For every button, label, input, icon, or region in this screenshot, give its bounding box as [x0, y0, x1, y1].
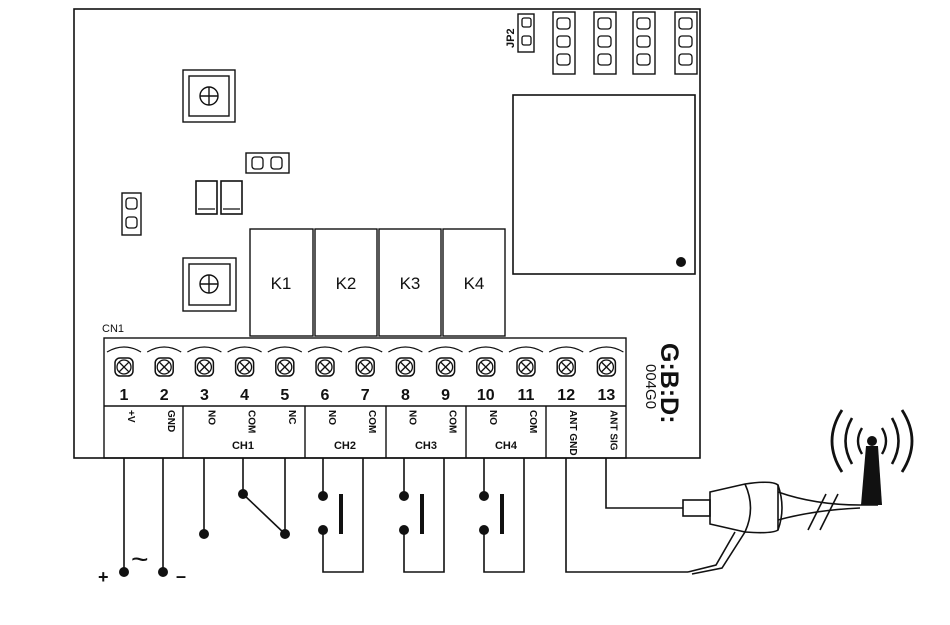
- capacitor-pair: [196, 181, 242, 214]
- trimmer-bottom: [183, 258, 236, 311]
- terminal-label-10: NO: [487, 410, 498, 425]
- relay-k1: K1: [250, 229, 313, 336]
- header-block-2: [594, 12, 616, 74]
- terminal-screw-10: [477, 358, 495, 376]
- contact-bars: [341, 494, 502, 534]
- jumper-horizontal: [246, 153, 289, 173]
- terminal-number-2: 2: [160, 387, 169, 404]
- terminal-screw-6: [316, 358, 334, 376]
- terminal-label-11: COM: [527, 410, 538, 433]
- jp2-jumper: [518, 14, 534, 52]
- channel-label-ch2: CH2: [334, 440, 356, 452]
- terminal-label-3: NO: [205, 410, 216, 425]
- channel-label-ch3: CH3: [415, 440, 437, 452]
- terminal-screw-2: [155, 358, 173, 376]
- terminal-screw-13: [597, 358, 615, 376]
- terminal-number-1: 1: [120, 387, 129, 404]
- header-block-3: [633, 12, 655, 74]
- terminal-screw-8: [396, 358, 414, 376]
- terminal-screws: [115, 358, 615, 376]
- terminal-screw-5: [276, 358, 294, 376]
- terminal-number-12: 12: [557, 387, 575, 404]
- terminal-number-8: 8: [401, 387, 410, 404]
- relay-k2: K2: [315, 229, 377, 336]
- terminal-labels: +V GND NO COM NC NO COM NO COM NO COM ANT GND ANT SI…: [125, 410, 618, 456]
- header-block-1: [553, 12, 575, 74]
- relay-k2-label: K2: [336, 274, 357, 293]
- terminal-label-4: COM: [246, 410, 257, 433]
- terminal-label-13: ANT SIG: [607, 410, 618, 451]
- antenna-icon: [832, 410, 912, 505]
- header-block-4: [675, 12, 697, 74]
- terminal-screw-7: [356, 358, 374, 376]
- terminal-number-5: 5: [280, 387, 289, 404]
- terminal-screw-3: [195, 358, 213, 376]
- power-plus-label: +: [98, 567, 109, 587]
- terminal-label-1: +V: [125, 410, 136, 423]
- relay-k3: K3: [379, 229, 441, 336]
- terminal-number-9: 9: [441, 387, 450, 404]
- terminal-label-12: ANT GND: [567, 410, 578, 456]
- terminal-number-6: 6: [321, 387, 330, 404]
- jumper-vertical: [122, 193, 141, 235]
- channel-label-ch4: CH4: [495, 440, 518, 452]
- relay-k4: K4: [443, 229, 505, 336]
- relay-k3-label: K3: [400, 274, 421, 293]
- external-wiring: [124, 458, 688, 572]
- power-ac-label: ~: [131, 543, 149, 576]
- terminal-label-2: GND: [165, 410, 176, 432]
- terminal-number-4: 4: [240, 387, 249, 404]
- terminal-label-6: NO: [326, 410, 337, 425]
- channel-label-ch1: CH1: [232, 440, 254, 452]
- terminal-screw-9: [437, 358, 455, 376]
- terminal-label-5: NC: [286, 410, 297, 424]
- model-label: 004G0: [642, 364, 659, 409]
- coax-connector: [683, 482, 878, 574]
- terminal-number-11: 11: [518, 387, 535, 404]
- trimmer-top: [183, 70, 235, 122]
- terminal-label-7: COM: [366, 410, 377, 433]
- power-minus-label: –: [176, 566, 186, 586]
- terminal-screw-1: [115, 358, 133, 376]
- terminal-number-10: 10: [477, 387, 495, 404]
- terminal-screw-12: [557, 358, 575, 376]
- header-pin-blocks: [553, 12, 697, 74]
- relay-k1-label: K1: [271, 274, 292, 293]
- terminal-label-9: COM: [447, 410, 458, 433]
- terminal-number-7: 7: [361, 387, 370, 404]
- terminal-label-8: NO: [406, 410, 417, 425]
- terminal-screw-11: [517, 358, 535, 376]
- terminal-number-3: 3: [200, 387, 209, 404]
- radio-module: [513, 95, 695, 274]
- jp2-label: JP2: [505, 28, 517, 48]
- terminal-screw-4: [236, 358, 254, 376]
- cn1-label: CN1: [102, 323, 124, 335]
- wiring-dots: [119, 489, 489, 577]
- terminal-number-13: 13: [598, 387, 616, 404]
- relay-k4-label: K4: [464, 274, 485, 293]
